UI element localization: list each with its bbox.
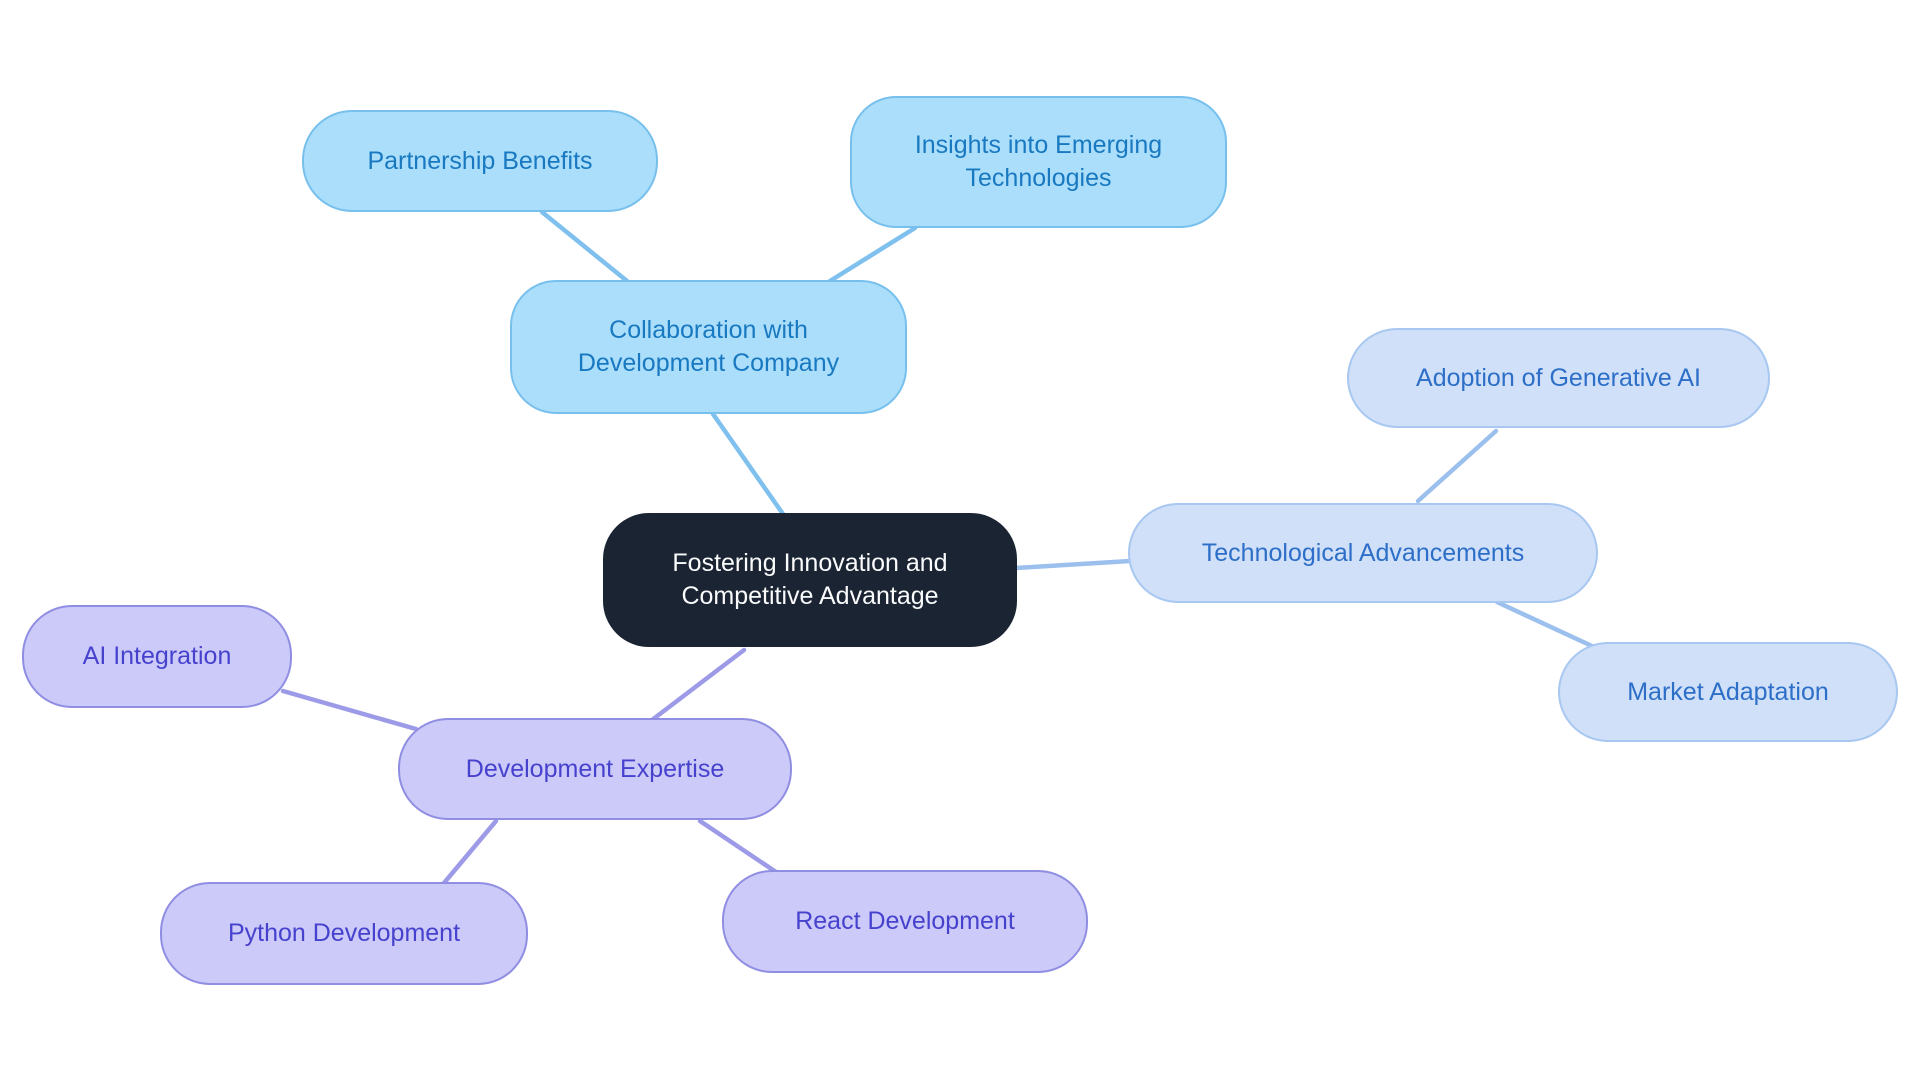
node-label-market-adaptation: Market Adaptation: [1627, 677, 1829, 706]
edge-partnership-collaboration: [539, 209, 630, 284]
mindmap-node-python-development[interactable]: Python Development: [160, 882, 528, 985]
node-label-insights-emerging-technologies: Insights into Emerging Technologies: [914, 131, 1163, 192]
mindmap-node-collaboration[interactable]: Collaboration with Development Company: [510, 280, 907, 414]
edge-root-technological: [1013, 558, 1133, 571]
edge-root-development: [649, 647, 747, 723]
node-label-python-development: Python Development: [227, 919, 461, 947]
edge-ai-development: [280, 688, 419, 732]
node-label-adoption-generative-ai: Adoption of Generative AI: [1416, 363, 1701, 392]
node-label-root: Fostering Innovation and Competitive Adv…: [672, 549, 948, 610]
mindmap-node-ai-integration[interactable]: AI Integration: [22, 605, 292, 708]
node-label-partnership-benefits: Partnership Benefits: [367, 146, 593, 175]
mindmap-node-technological-advancements[interactable]: Technological Advancements: [1128, 503, 1598, 603]
node-label-development-expertise: Development Expertise: [465, 754, 725, 783]
mindmap-node-market-adaptation[interactable]: Market Adaptation: [1558, 642, 1898, 742]
node-label-technological-advancements: Technological Advancements: [1201, 538, 1525, 567]
edge-insights-collaboration: [827, 225, 918, 284]
node-label-ai-integration: AI Integration: [82, 642, 232, 670]
mindmap-node-adoption-generative-ai[interactable]: Adoption of Generative AI: [1347, 328, 1770, 428]
edge-development-react: [697, 818, 779, 875]
edge-technological-market: [1494, 599, 1597, 650]
mindmap-node-insights-emerging-technologies[interactable]: Insights into Emerging Technologies: [850, 96, 1227, 228]
edge-development-python: [441, 818, 499, 886]
node-label-collaboration: Collaboration with Development Company: [577, 316, 840, 377]
node-label-react-development: React Development: [795, 907, 1015, 935]
mindmap-node-root[interactable]: Fostering Innovation and Competitive Adv…: [603, 513, 1017, 647]
edge-technological-adoption: [1415, 428, 1499, 504]
mindmap-node-development-expertise[interactable]: Development Expertise: [398, 718, 792, 820]
mindmap-node-partnership-benefits[interactable]: Partnership Benefits: [302, 110, 658, 212]
edge-collaboration-root: [710, 411, 786, 517]
mindmap-node-react-development[interactable]: React Development: [722, 870, 1088, 973]
